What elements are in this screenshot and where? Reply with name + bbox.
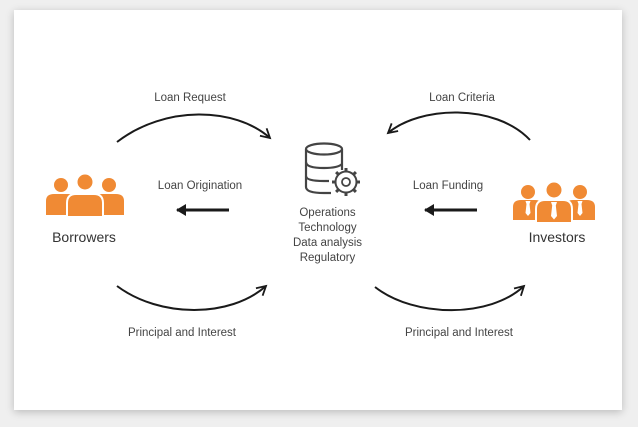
principal-interest-left-label: Principal and Interest <box>127 327 237 339</box>
loan-origination-label: Loan Origination <box>157 180 243 192</box>
principal-interest-right-arrow <box>374 284 526 312</box>
investors-label: Investors <box>528 229 586 245</box>
platform-function-item: Technology <box>298 222 357 234</box>
loan-request-arrow <box>116 113 272 143</box>
loan-criteria-arrow <box>386 111 531 141</box>
business-people-icon <box>513 180 595 224</box>
database-gear-icon <box>304 142 360 196</box>
loan-criteria-label: Loan Criteria <box>429 92 495 104</box>
platform-function-item: Operations <box>299 207 356 219</box>
principal-interest-left-arrow <box>116 284 268 311</box>
platform-function-item: Regulatory <box>299 252 356 264</box>
people-group-icon <box>46 172 124 218</box>
platform-functions-list: Operations Technology Data analysis Regu… <box>270 206 385 266</box>
principal-interest-right-label: Principal and Interest <box>404 327 514 339</box>
loan-request-label: Loan Request <box>154 92 226 104</box>
borrowers-label: Borrowers <box>52 229 116 245</box>
loan-funding-label: Loan Funding <box>412 180 484 192</box>
platform-function-item: Data analysis <box>292 237 363 249</box>
